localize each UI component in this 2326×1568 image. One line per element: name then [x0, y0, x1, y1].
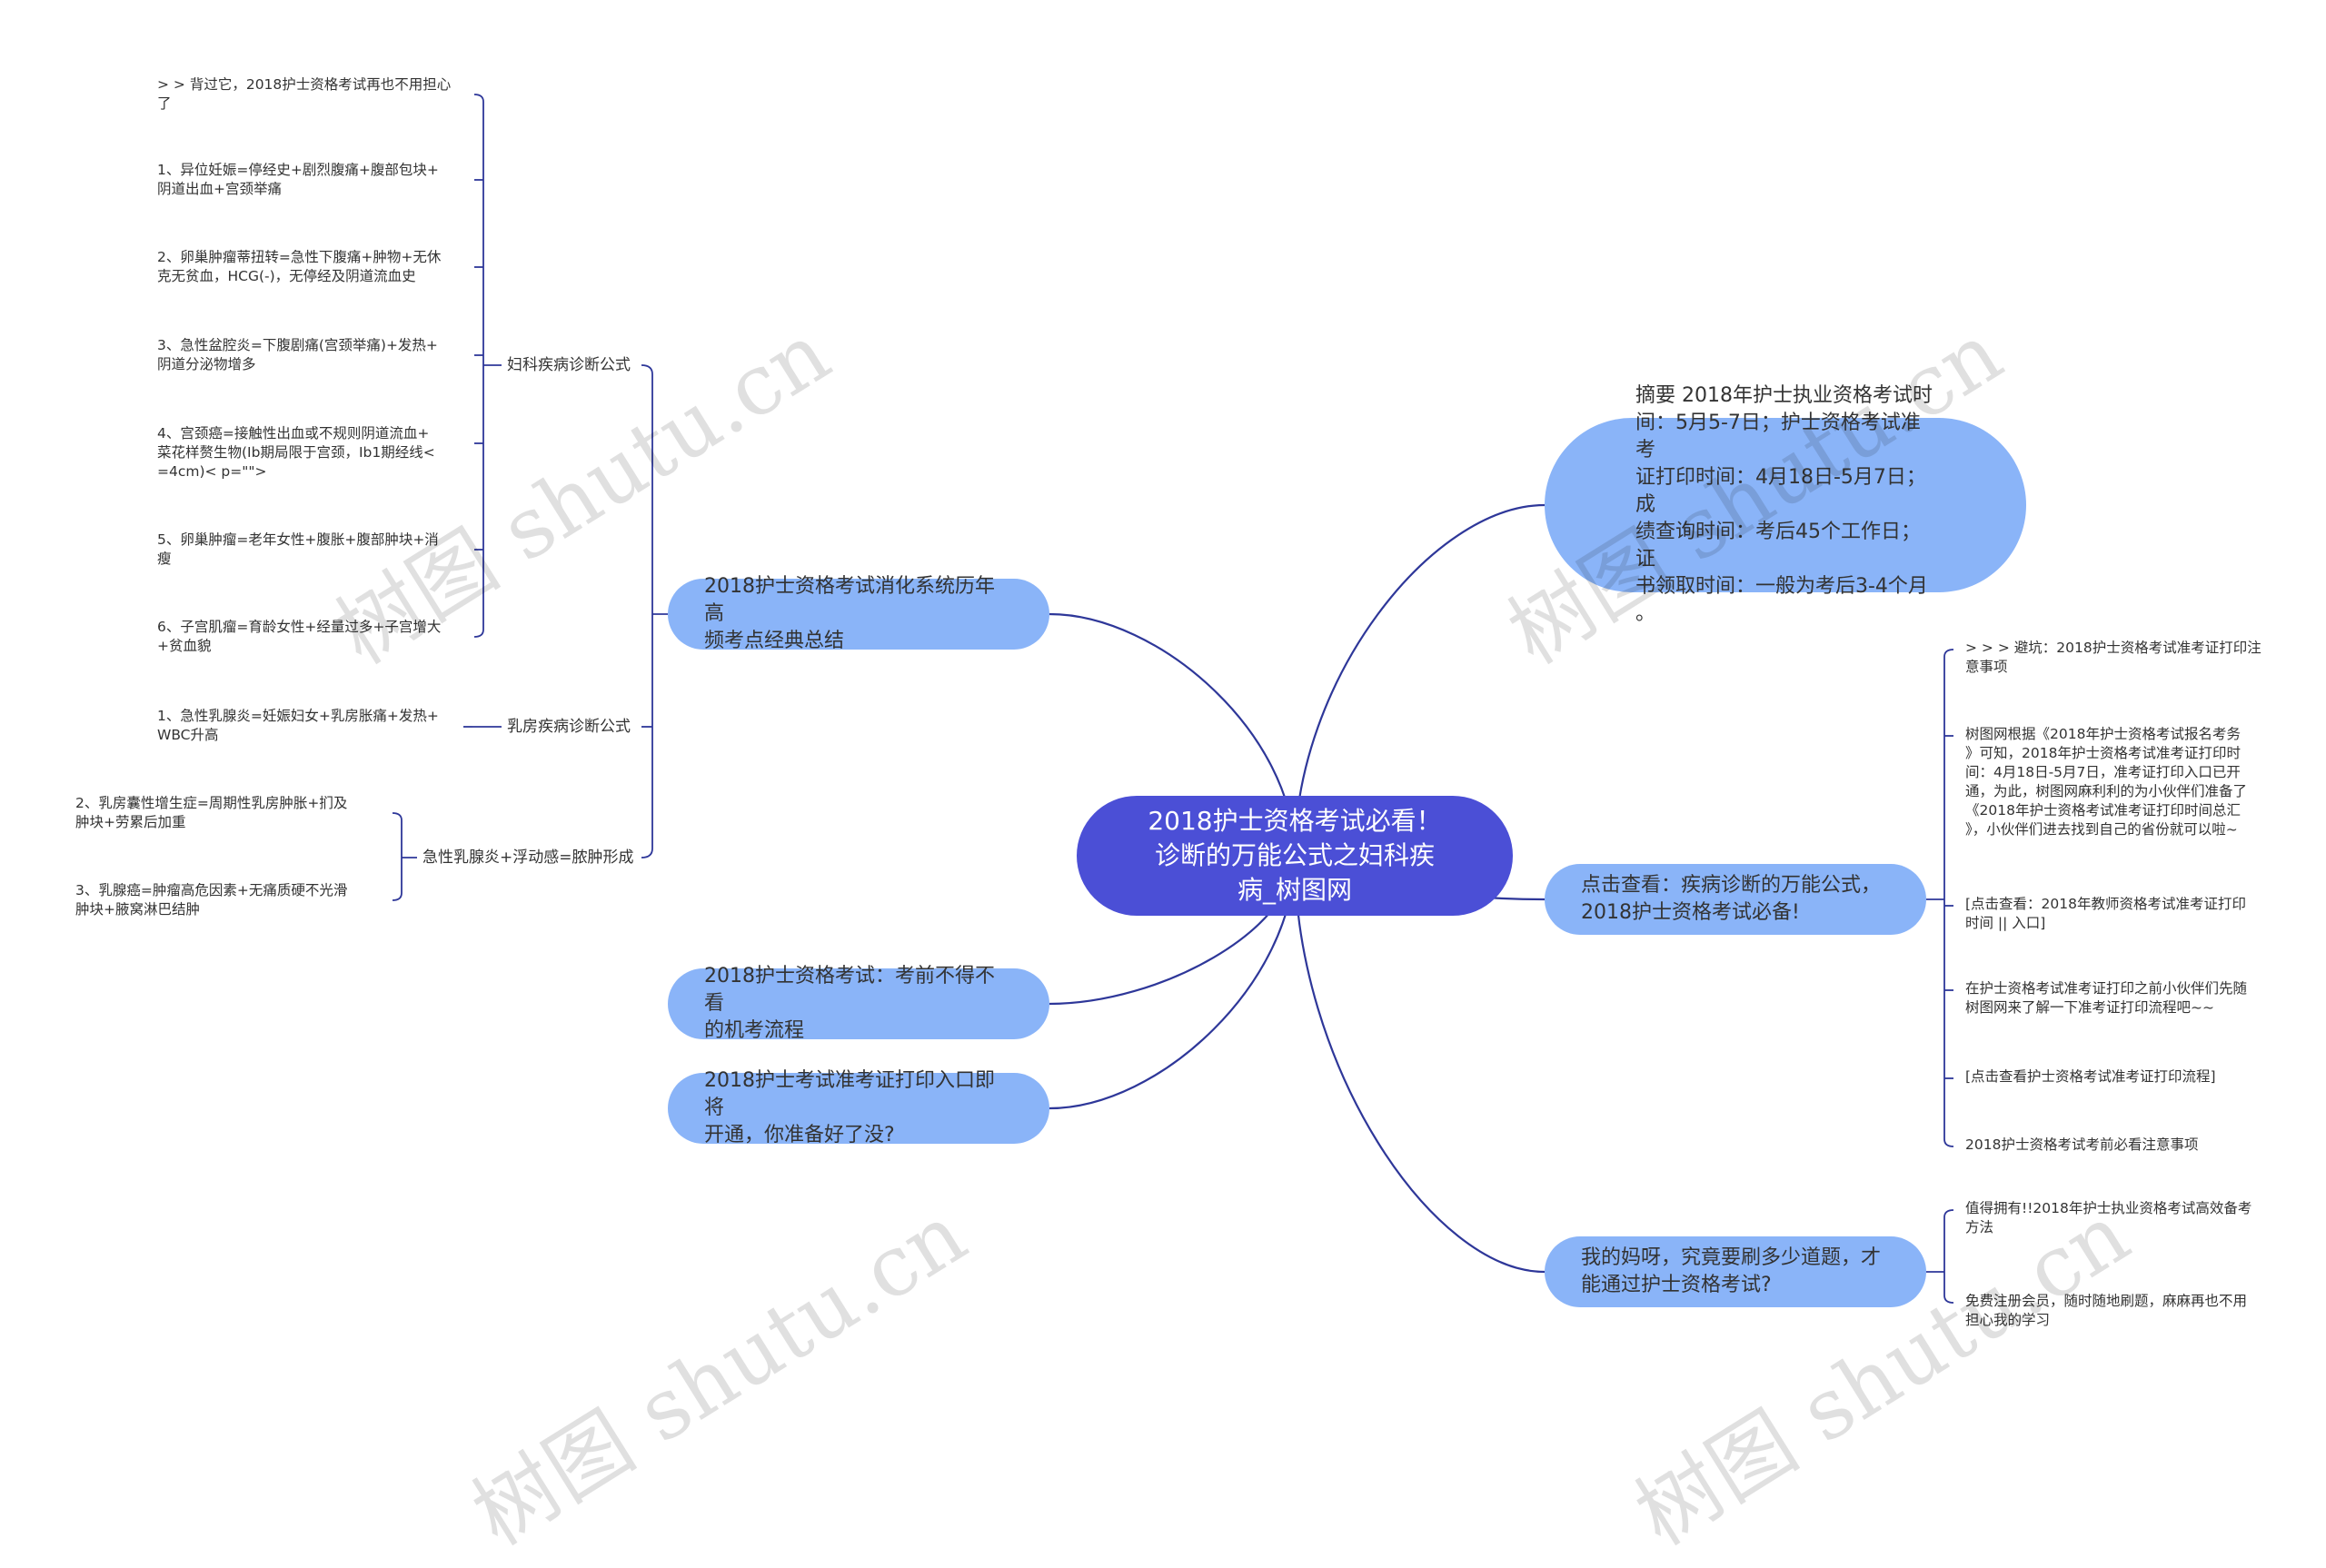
node-line: 频考点经典总结: [704, 630, 845, 652]
leaf-line: 方法: [1965, 1219, 1994, 1236]
leaf-line: 5、卵巢肿瘤=老年女性+腹胀+腹部肿块+消: [157, 531, 439, 548]
leaf-line: 免费注册会员，随时随地刷题，麻麻再也不用: [1965, 1293, 2248, 1309]
leaf-line: 在护士资格考试准考证打印之前小伙伴们先随: [1965, 980, 2248, 997]
leaf-line: 4、宫颈癌=接触性出血或不规则阴道流血+: [157, 425, 430, 442]
leaf-note: 3、乳腺癌=肿瘤高危因素+无痛质硬不光滑肿块+腋窝淋巴结肿: [75, 881, 347, 919]
leaf-line: [点击查看：2018年教师资格考试准考证打印: [1965, 896, 2246, 912]
leaf-line: 3、急性盆腔炎=下腹剧痛(宫颈举痛)+发热+: [157, 337, 438, 353]
node-line: 2018护士资格考试必看！: [1148, 806, 1442, 836]
leaf-line: > > > 避坑：2018护士资格考试准考证打印注: [1965, 640, 2261, 656]
leaf-line: 瘦: [157, 551, 172, 567]
leaf-line: 值得拥有!!2018年护士执业资格考试高效备考: [1965, 1200, 2252, 1216]
node-line: 点击查看：疾病诊断的万能公式，: [1581, 874, 1882, 897]
node-line: 绩查询时间：考后45个工作日；证: [1635, 521, 1921, 571]
leaf-line: 了: [157, 95, 172, 112]
node-line: 诊断的万能公式之妇科疾: [1154, 840, 1435, 870]
leaf-line: 《2018年护士资格考试准考证打印时间总汇: [1965, 802, 2241, 819]
node-line: 病_树图网: [1237, 875, 1352, 905]
leaf-line: 阴道出血+宫颈举痛: [157, 181, 282, 197]
connector: [1293, 503, 1546, 857]
leaf-line: 1、急性乳腺炎=妊娠妇女+乳房胀痛+发热+: [157, 708, 439, 724]
topic-l3[interactable]: 2018护士考试准考证打印入口即将开通，你准备好了没?: [668, 1069, 1049, 1146]
leaf-note: 4、宫颈癌=接触性出血或不规则阴道流血+ 菜花样赘生物(Ib期局限于宫颈，Ib1期…: [157, 424, 435, 481]
leaf-line: 菜花样赘生物(Ib期局限于宫颈，Ib1期经线<: [157, 444, 435, 461]
leaf-line: 树图网来了解一下准考证打印流程吧~~: [1965, 999, 2214, 1016]
connector: [473, 629, 484, 638]
leaf-line: 肿块+腋窝淋巴结肿: [75, 901, 200, 918]
topic-r1[interactable]: 摘要 2018年护士执业资格考试时间：5月5-7日；护士资格考试准考证打印时间：…: [1545, 384, 2026, 625]
node-line: 能通过护士资格考试?: [1581, 1274, 1772, 1296]
leaf-note: > > > 避坑：2018护士资格考试准考证打印注意事项: [1965, 639, 2261, 677]
node-line: 2018护士资格考试：考前不得不看: [704, 965, 995, 1015]
leaf-line: 通，为此，树图网麻利利的为小伙伴们准备了: [1965, 783, 2248, 799]
leaf-line: 》，小伙伴们进去找到自己的省份就可以啦~: [1965, 821, 2238, 838]
leaf-line: 意事项: [1965, 659, 2008, 675]
node-line: 间：5月5-7日；护士资格考试准考: [1635, 412, 1921, 461]
node-line: 的机考流程: [704, 1019, 805, 1042]
leaf-line: 2018护士资格考试考前必看注意事项: [1965, 1136, 2199, 1153]
leaf-line: 时间 || 入口]: [1965, 915, 2046, 931]
leaf-line: 6、子宫肌瘤=育龄女性+经量过多+子宫增大: [157, 619, 442, 635]
leaf-note: 2、卵巢肿瘤蒂扭转=急性下腹痛+肿物+无休克无贫血，HCG(-)，无停经及阴道流…: [157, 248, 441, 286]
node-line: 2018护士资格考试必备!: [1581, 901, 1800, 924]
connector: [392, 812, 403, 821]
leaf-note: 1、异位妊娠=停经史+剧烈腹痛+腹部包块+ 阴道出血+宫颈举痛: [157, 161, 439, 199]
connector-lines: [392, 94, 1954, 1304]
leaf-note: 值得拥有!!2018年护士执业资格考试高效备考方法: [1965, 1199, 2251, 1237]
leaf-note: 在护士资格考试准考证打印之前小伙伴们先随树图网来了解一下准考证打印流程吧~~: [1965, 979, 2247, 1017]
leaf-line: 担心我的学习: [1965, 1312, 2051, 1328]
subtopic-label[interactable]: 妇科疾病诊断公式: [507, 356, 631, 374]
node-line: 。: [1635, 602, 1656, 625]
subtopic-label[interactable]: 乳房疾病诊断公式: [507, 718, 631, 736]
leaf-line: 间：4月18日-5月7日，准考证打印入口已开: [1965, 764, 2241, 780]
connector: [473, 94, 484, 103]
leaf-line: =4cm)< p="">: [157, 463, 267, 480]
leaf-line: 克无贫血，HCG(-)，无停经及阴道流血史: [157, 268, 416, 284]
topic-l2[interactable]: 2018护士资格考试：考前不得不看的机考流程: [668, 965, 1049, 1042]
leaf-line: 阴道分泌物增多: [157, 356, 256, 372]
topic-l1[interactable]: 2018护士资格考试消化系统历年高频考点经典总结: [668, 575, 1049, 652]
connector: [1943, 1295, 1954, 1304]
leaf-line: 3、乳腺癌=肿瘤高危因素+无痛质硬不光滑: [75, 882, 348, 898]
leaf-line: 肿块+劳累后加重: [75, 814, 186, 830]
connector: [1943, 649, 1954, 658]
leaf-line: 2、乳房囊性增生症=周期性乳房肿胀+扪及: [75, 795, 348, 811]
subtopic-label[interactable]: 急性乳腺炎+浮动感=脓肿形成: [422, 849, 634, 867]
leaf-note: 2018护士资格考试考前必看注意事项: [1965, 1136, 2198, 1155]
topic-r2[interactable]: 点击查看：疾病诊断的万能公式， 2018护士资格考试必备!: [1545, 864, 1926, 935]
connector: [641, 364, 653, 375]
leaf-note: 5、卵巢肿瘤=老年女性+腹胀+腹部肿块+消瘦: [157, 531, 439, 569]
leaf-line: > > 背过它，2018护士资格考试再也不用担心: [157, 76, 452, 93]
leaf-note: > > 背过它，2018护士资格考试再也不用担心了: [157, 75, 451, 114]
leaf-line: 》可知，2018年护士资格考试准考证打印时: [1965, 745, 2241, 761]
node-line: 我的妈呀，究竟要刷多少道题，才: [1581, 1246, 1882, 1269]
leaf-note: 树图网根据《2018年护士资格考试报名考务》可知，2018年护士资格考试准考证打…: [1965, 725, 2247, 839]
node-line: 书领取时间：一般为考后3-4个月: [1635, 575, 1928, 598]
node-line: 2018护士考试准考证打印入口即将: [704, 1069, 995, 1119]
leaf-note: 3、急性盆腔炎=下腹剧痛(宫颈举痛)+发热+ 阴道分泌物增多: [157, 336, 438, 374]
leaf-line: 树图网根据《2018年护士资格考试报名考务: [1965, 726, 2241, 742]
connector: [1293, 855, 1546, 1274]
leaf-note: 免费注册会员，随时随地刷题，麻麻再也不用担心我的学习: [1965, 1292, 2247, 1330]
leaf-line: +贫血貌: [157, 638, 212, 654]
leaf-line: WBC升高: [157, 727, 219, 743]
node-line: 开通，你准备好了没?: [704, 1124, 895, 1146]
leaf-line: [点击查看护士资格考试准考证打印流程]: [1965, 1068, 2216, 1085]
node-line: 2018护士资格考试消化系统历年高: [704, 575, 995, 625]
connector: [641, 848, 653, 858]
connector: [1943, 1138, 1954, 1147]
leaf-note: [点击查看护士资格考试准考证打印流程]: [1965, 1067, 2216, 1087]
leaf-line: 1、异位妊娠=停经史+剧烈腹痛+腹部包块+: [157, 162, 439, 178]
leaf-note: 2、乳房囊性增生症=周期性乳房肿胀+扪及肿块+劳累后加重: [75, 794, 347, 832]
connector: [1943, 1209, 1954, 1218]
node-line: 摘要 2018年护士执业资格考试时: [1635, 384, 1933, 407]
connector: [392, 892, 403, 901]
root-topic[interactable]: 2018护士资格考试必看！ 诊断的万能公式之妇科疾病_树图网: [1077, 796, 1513, 916]
leaf-note: 6、子宫肌瘤=育龄女性+经量过多+子宫增大 +贫血貌: [157, 618, 441, 656]
topic-r3[interactable]: 我的妈呀，究竟要刷多少道题，才能通过护士资格考试?: [1545, 1236, 1926, 1307]
leaf-line: 2、卵巢肿瘤蒂扭转=急性下腹痛+肿物+无休: [157, 249, 442, 265]
leaf-note: 1、急性乳腺炎=妊娠妇女+乳房胀痛+发热+ WBC升高: [157, 707, 439, 745]
leaf-note: [点击查看：2018年教师资格考试准考证打印时间 || 入口]: [1965, 895, 2246, 933]
node-line: 证打印时间：4月18日-5月7日；成: [1635, 466, 1926, 516]
